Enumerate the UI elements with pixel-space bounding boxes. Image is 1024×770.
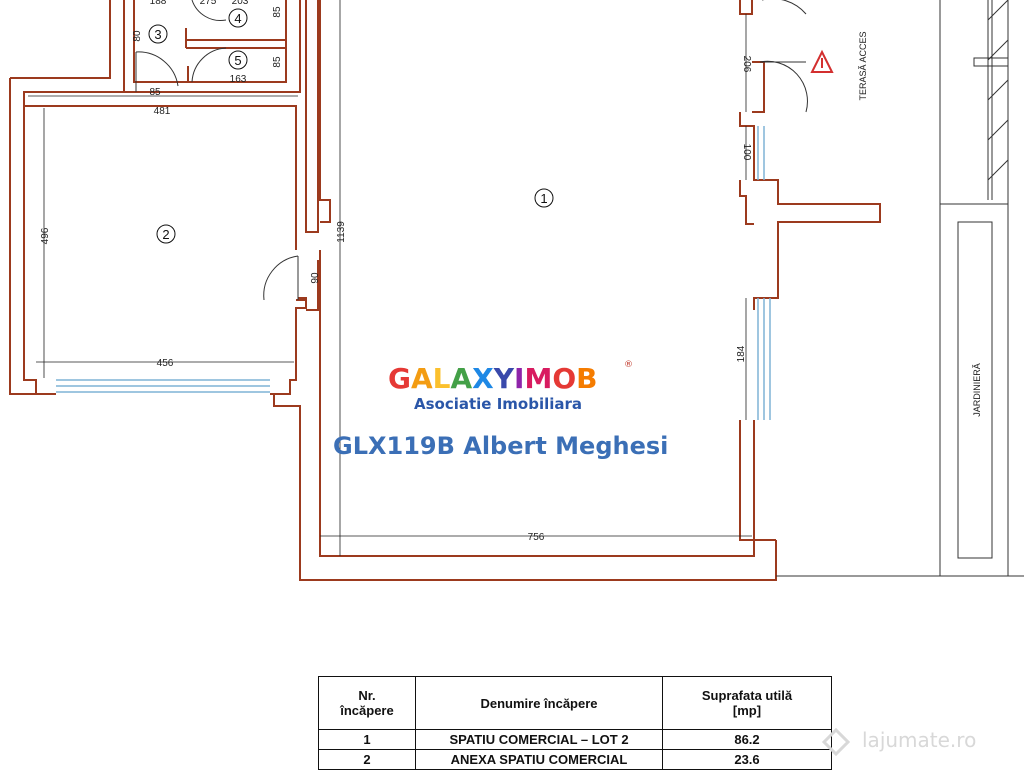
room-1-number: 1 [540, 191, 547, 206]
dim-80: 80 [132, 30, 143, 42]
dim-496: 496 [40, 227, 51, 244]
dim-85b: 85 [272, 56, 283, 68]
brand-letter: A [410, 362, 433, 395]
dim-163: 163 [230, 74, 247, 85]
dim-85c: 85 [272, 6, 283, 18]
dim-275: 275 [200, 0, 217, 7]
room-3-number: 3 [154, 27, 161, 42]
access-marker-icon [810, 49, 834, 73]
terrace-label: TERASĂ ACCES [858, 31, 868, 100]
dim-90: 90 [310, 272, 321, 284]
room-5-number: 5 [234, 53, 241, 68]
dimension-lines [28, 0, 752, 556]
dim-85a: 85 [149, 87, 161, 98]
dim-1139: 1139 [336, 221, 347, 243]
room-2-number: 2 [162, 227, 169, 242]
site-logo-icon [821, 727, 851, 757]
brand-letter: A [450, 362, 473, 395]
row-2-name: ANEXA SPATIU COMERCIAL [415, 749, 663, 770]
windows [56, 126, 771, 420]
dimension-labels: 481 456 756 85 163 188 275 203 496 1139 … [40, 0, 982, 543]
header-area: Suprafata utilă [mp] [662, 676, 832, 730]
brand-letter: B [576, 362, 598, 395]
brand-letter: G [388, 362, 411, 395]
row-1-number: 1 [318, 729, 416, 750]
dim-756: 756 [528, 532, 545, 543]
dim-188: 188 [150, 0, 167, 7]
brand-letter: M [524, 362, 553, 395]
table-row: 2 ANEXA SPATIU COMERCIAL 23.6 [318, 749, 832, 770]
registered-mark: ® [624, 360, 633, 370]
brand-letter: O [552, 362, 577, 395]
terrace [776, 0, 1024, 577]
dim-184: 184 [736, 345, 747, 362]
wc-walls [123, 0, 301, 93]
dim-206: 206 [741, 56, 752, 73]
row-1-name: SPATIU COMERCIAL – LOT 2 [415, 729, 663, 750]
site-watermark: lajumate.ro [862, 728, 977, 752]
brand-tagline: Asociatie Imobiliara [414, 395, 583, 413]
table-row: 1 SPATIU COMERCIAL – LOT 2 86.2 [318, 729, 832, 750]
room-markers: 1 2 3 4 5 [148, 8, 554, 244]
room-4-number: 4 [234, 11, 241, 26]
row-1-area: 86.2 [662, 729, 832, 750]
agent-code: GLX119B Albert Meghesi [333, 432, 669, 460]
header-room-number: Nr. încăpere [318, 676, 416, 730]
header-room-name: Denumire încăpere [415, 676, 663, 730]
planter-label: JARDINIERĂ [972, 363, 982, 417]
brand-letter: Y [493, 362, 515, 395]
table-header-row: Nr. încăpere Denumire încăpere Suprafata… [318, 676, 832, 730]
dim-456: 456 [157, 358, 174, 369]
dim-100: 100 [741, 144, 752, 161]
dim-203: 203 [232, 0, 249, 7]
row-2-number: 2 [318, 749, 416, 770]
brand-letter: L [432, 362, 451, 395]
doors [135, 0, 808, 301]
brand-letter: I [514, 362, 525, 395]
dim-481: 481 [154, 106, 171, 117]
brand-letter: X [472, 362, 494, 395]
brand-logo: GALAXYIMOB [388, 362, 598, 395]
area-table: Nr. încăpere Denumire încăpere Suprafata… [318, 676, 832, 770]
row-2-area: 23.6 [662, 749, 832, 770]
